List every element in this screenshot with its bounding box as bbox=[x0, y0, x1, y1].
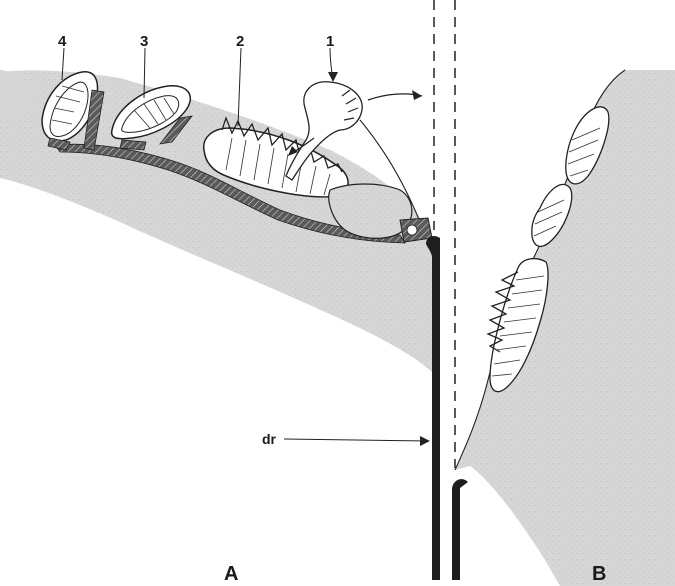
panel-b bbox=[452, 70, 675, 586]
label-segment-3: 3 bbox=[140, 33, 148, 50]
panel-b-tissue bbox=[455, 70, 675, 586]
label-segment-1: 1 bbox=[326, 33, 334, 50]
panel-a bbox=[0, 48, 440, 580]
panel-label-b: B bbox=[592, 563, 606, 585]
panel-label-a: A bbox=[224, 563, 238, 585]
dr-rod-b bbox=[452, 479, 468, 580]
label-segment-2: 2 bbox=[236, 33, 244, 50]
label-dr: dr bbox=[262, 431, 277, 447]
wall-plug bbox=[400, 218, 432, 242]
label-segment-4: 4 bbox=[58, 33, 67, 50]
dr-leader bbox=[284, 439, 428, 441]
